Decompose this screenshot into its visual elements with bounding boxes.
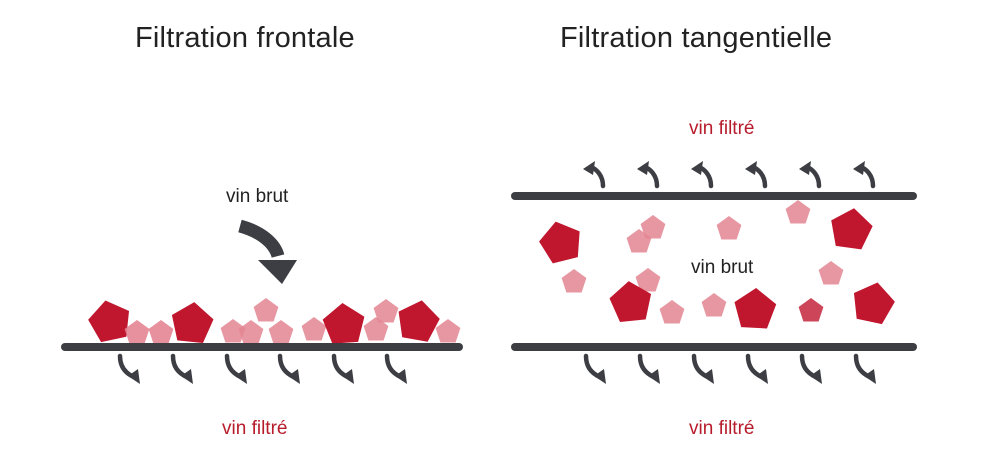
left-feed-arrow bbox=[238, 219, 297, 284]
large-particle bbox=[394, 296, 443, 344]
title-tangential-filtration: Filtration tangentielle bbox=[560, 22, 833, 54]
right-top-output-label: vin filtré bbox=[689, 118, 755, 139]
right-top-membrane bbox=[511, 192, 917, 200]
large-particle bbox=[827, 205, 875, 251]
right-top-filtrate-arrows bbox=[583, 161, 873, 186]
large-particle bbox=[84, 296, 135, 344]
right-center-label: vin brut bbox=[691, 257, 754, 278]
small-particle bbox=[716, 216, 742, 240]
small-particle bbox=[238, 320, 264, 344]
large-particle bbox=[321, 301, 367, 345]
left-output-label: vin filtré bbox=[222, 418, 288, 439]
small-particle bbox=[785, 200, 811, 224]
large-particle bbox=[848, 278, 899, 326]
right-bottom-membrane bbox=[511, 343, 917, 351]
large-particle bbox=[535, 216, 586, 266]
small-particle bbox=[301, 317, 327, 341]
small-particle bbox=[659, 300, 685, 324]
small-particle bbox=[268, 320, 294, 344]
small-particle bbox=[435, 319, 461, 343]
title-frontal-filtration: Filtration frontale bbox=[135, 22, 355, 54]
right-bottom-filtrate-arrows bbox=[586, 356, 876, 384]
left-filtrate-arrows bbox=[120, 356, 407, 384]
left-membrane bbox=[61, 343, 463, 351]
left-input-label: vin brut bbox=[226, 186, 289, 207]
small-particle bbox=[701, 293, 727, 317]
small-particle bbox=[148, 320, 174, 344]
small-particle bbox=[253, 298, 279, 322]
right-flowing-particles bbox=[535, 200, 899, 329]
right-bottom-output-label: vin filtré bbox=[689, 418, 755, 439]
small-particle bbox=[798, 298, 824, 322]
small-particle bbox=[818, 261, 844, 285]
small-particle bbox=[561, 269, 587, 293]
large-particle bbox=[169, 299, 216, 344]
large-particle bbox=[733, 286, 778, 329]
left-particle-cake bbox=[84, 296, 461, 345]
small-particle bbox=[373, 299, 399, 323]
small-particle bbox=[124, 320, 150, 344]
